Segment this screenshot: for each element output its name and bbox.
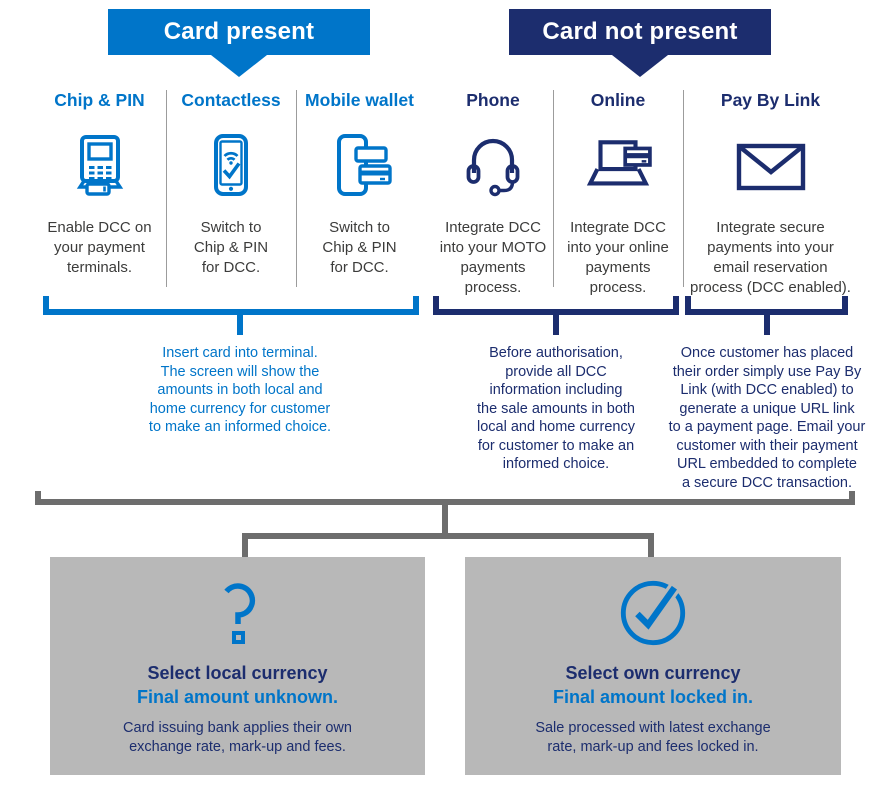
outcome-local-currency: Select local currency Final amount unkno… — [50, 557, 425, 775]
headset-icon — [433, 128, 553, 206]
outcome-own-currency-body: Sale processed with latest exchange rate… — [535, 720, 771, 755]
mobile-wallet-icon — [296, 128, 423, 206]
column-divider — [296, 90, 297, 287]
envelope-icon — [683, 128, 858, 206]
payment-terminal-icon — [33, 128, 166, 206]
outcome-own-currency-subtitle: Final amount locked in. — [552, 687, 754, 707]
column-pay-by-link-description: Integrate secure payments into your emai… — [690, 219, 851, 296]
all-channels-bracket — [35, 491, 855, 505]
column-phone-label: Phone — [466, 90, 520, 110]
card-present-banner: Card present — [108, 9, 370, 55]
contactless-phone-icon — [166, 128, 296, 206]
column-phone-description: Integrate DCC into your MOTO payments pr… — [439, 219, 547, 296]
column-online-description: Integrate DCC into your online payments … — [567, 219, 669, 296]
card-not-present-banner-label: Card not present — [542, 18, 738, 45]
outcome-splitter — [242, 533, 654, 557]
column-divider — [553, 90, 554, 287]
column-pay-by-link-label: Pay By Link — [720, 90, 821, 110]
card-present-note: Insert card into terminal. The screen wi… — [148, 345, 332, 435]
phone-online-bracket — [433, 296, 679, 315]
column-chip-pin-description: Enable DCC on your payment terminals. — [47, 219, 152, 276]
question-mark-icon — [50, 577, 425, 649]
pay-by-link-note: Once customer has placed their order sim… — [668, 345, 866, 491]
column-phone: Phone Integrate DCC into your MOTO payme… — [433, 88, 553, 298]
column-chip-pin: Chip & PIN Enable DCC on your payment te… — [33, 88, 166, 278]
phone-online-note: Before authorisation, provide all DCC in… — [477, 345, 635, 472]
card-not-present-banner: Card not present — [509, 9, 771, 55]
card-not-present-banner-pointer — [612, 55, 668, 77]
column-mobile-wallet: Mobile wallet Switch to Chip & PIN for D… — [296, 88, 423, 278]
outcome-own-currency: Select own currency Final amount locked … — [465, 557, 841, 775]
card-present-banner-pointer — [211, 55, 267, 77]
column-chip-pin-label: Chip & PIN — [54, 90, 145, 110]
pay-by-link-bracket — [685, 296, 848, 315]
outcome-local-currency-body: Card issuing bank applies their own exch… — [123, 720, 352, 755]
outcome-own-currency-title: Select own currency — [565, 663, 741, 683]
card-present-banner-label: Card present — [163, 18, 315, 45]
column-divider — [166, 90, 167, 287]
card-present-bracket-stem — [237, 314, 243, 335]
column-contactless-description: Switch to Chip & PIN for DCC. — [193, 219, 269, 276]
card-present-bracket — [43, 296, 419, 315]
column-divider — [683, 90, 684, 287]
phone-online-bracket-stem — [553, 314, 559, 335]
column-online-label: Online — [590, 90, 646, 110]
column-mobile-wallet-label: Mobile wallet — [305, 90, 414, 110]
column-mobile-wallet-description: Switch to Chip & PIN for DCC. — [322, 219, 397, 276]
column-online: Online Integrate DCC into your online pa… — [553, 88, 683, 298]
column-contactless: Contactless Switch to Chip & PIN for DCC… — [166, 88, 296, 278]
all-channels-bracket-stem — [442, 504, 448, 533]
check-circle-icon — [465, 577, 841, 649]
column-contactless-label: Contactless — [181, 90, 281, 110]
column-pay-by-link: Pay By Link Integrate secure payments in… — [683, 88, 858, 298]
outcome-local-currency-subtitle: Final amount unknown. — [137, 687, 338, 707]
laptop-card-icon — [553, 128, 683, 206]
pay-by-link-bracket-stem — [764, 314, 770, 335]
outcome-local-currency-title: Select local currency — [147, 663, 328, 683]
